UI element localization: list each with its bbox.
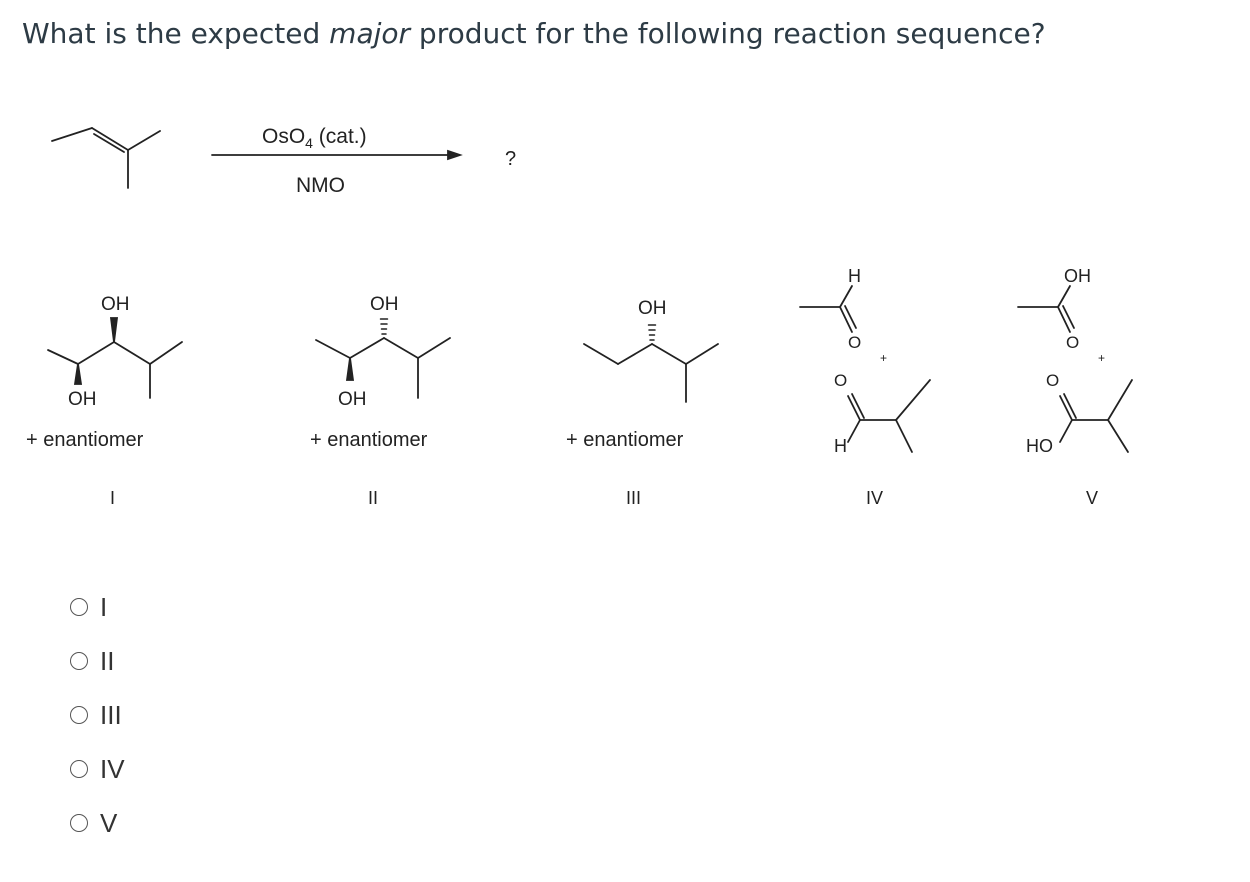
option-I[interactable]: I	[70, 580, 125, 634]
question-text: What is the expected major product for t…	[22, 14, 1046, 54]
option-II[interactable]: II	[70, 634, 125, 688]
structure-II-note: + enantiomer	[310, 429, 428, 451]
radio-button[interactable]	[70, 706, 88, 724]
question-prefix: What is the expected	[22, 17, 330, 50]
structure-I-note: + enantiomer	[26, 429, 144, 451]
structure-V-o-bottom: O	[1046, 371, 1059, 390]
structure-II-oh-bottom: OH	[338, 389, 367, 410]
structure-IV-o-bottom: O	[834, 371, 847, 390]
structure-IV-roman: IV	[866, 488, 883, 508]
answer-options: I II III IV V	[70, 580, 125, 850]
structure-II	[315, 318, 451, 399]
structure-I-oh-bottom: OH	[68, 389, 97, 410]
structure-V-roman: V	[1086, 488, 1098, 508]
option-label: II	[100, 645, 115, 676]
structure-I	[47, 317, 183, 399]
radio-button[interactable]	[70, 760, 88, 778]
structure-IV	[799, 285, 931, 453]
option-label: IV	[100, 753, 125, 784]
radio-button[interactable]	[70, 598, 88, 616]
question-suffix: product for the following reaction seque…	[410, 17, 1046, 50]
structure-IV-h-top: H	[848, 266, 861, 286]
reagent-bottom: NMO	[296, 174, 345, 197]
structure-III	[583, 324, 719, 403]
structure-V-o-top: O	[1066, 333, 1079, 352]
structure-IV-h-bottom: H	[834, 436, 847, 456]
structure-IV-o-top: O	[848, 333, 861, 352]
option-III[interactable]: III	[70, 688, 125, 742]
structure-I-oh-top: OH	[101, 294, 130, 315]
reagent-top: OsO4 (cat.)	[262, 125, 367, 151]
option-label: V	[100, 807, 118, 838]
structure-II-oh-top: OH	[370, 294, 399, 315]
option-V[interactable]: V	[70, 796, 125, 850]
starting-alkene	[51, 127, 161, 189]
structure-IV-plus: +	[880, 351, 887, 365]
structure-V-oh-top: OH	[1064, 266, 1091, 286]
structure-I-roman: I	[110, 488, 115, 508]
structure-III-oh: OH	[638, 298, 667, 319]
radio-button[interactable]	[70, 652, 88, 670]
structure-III-note: + enantiomer	[566, 429, 684, 451]
option-label: I	[100, 591, 108, 622]
structure-V-plus: +	[1098, 351, 1105, 365]
structure-V	[1017, 285, 1133, 453]
structure-III-roman: III	[626, 488, 641, 508]
radio-button[interactable]	[70, 814, 88, 832]
option-IV[interactable]: IV	[70, 742, 125, 796]
reaction-figure: OsO4 (cat.) NMO ? OH OH + enantiomer I O…	[26, 125, 1133, 508]
option-label: III	[100, 699, 122, 730]
structure-II-roman: II	[368, 488, 378, 508]
reaction-arrow	[211, 149, 463, 161]
structure-V-ho-bottom: HO	[1026, 436, 1053, 456]
product-unknown: ?	[505, 148, 516, 170]
question-emphasis: major	[329, 17, 411, 50]
